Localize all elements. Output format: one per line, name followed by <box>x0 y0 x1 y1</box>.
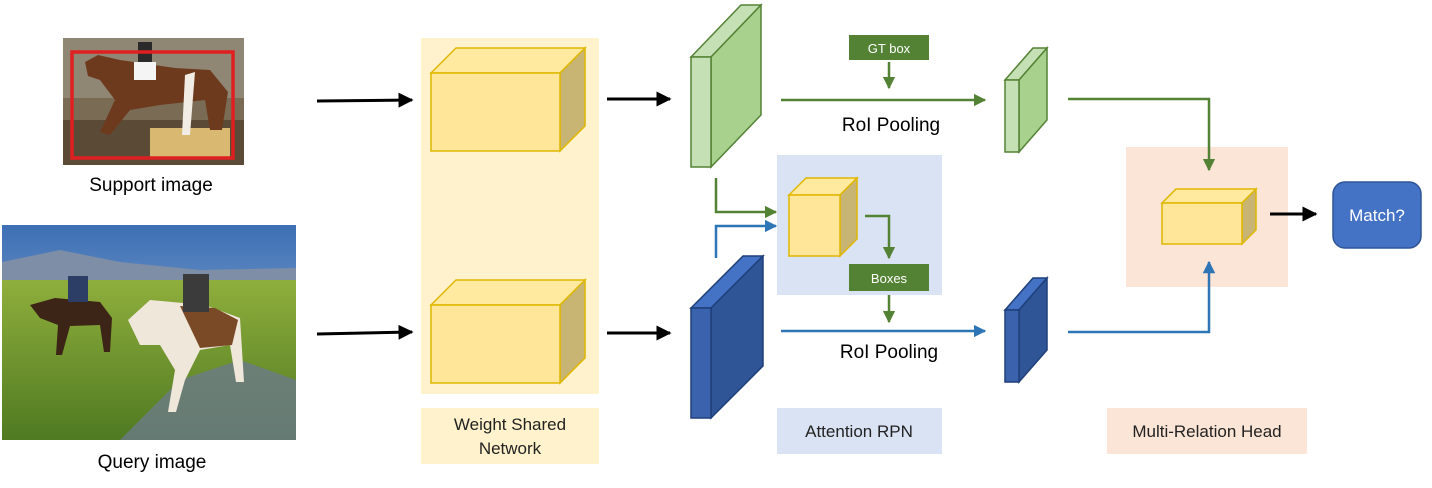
support-to-head-arrow <box>1068 97 1216 172</box>
query-feature-map <box>689 254 765 420</box>
backbone-label-line1: Weight Shared <box>454 415 566 434</box>
support-image <box>63 38 244 165</box>
match-output-label: Match? <box>1349 206 1405 225</box>
gt-box-badge <box>849 35 929 60</box>
support-image-label: Support image <box>89 175 213 196</box>
head-label-box <box>1107 408 1307 454</box>
attention-rpn-label-box <box>777 408 942 454</box>
rpn-cube <box>787 176 859 258</box>
rpn-to-boxes-arrow <box>865 214 896 260</box>
head-label: Multi-Relation Head <box>1132 422 1281 441</box>
boxes-label: Boxes <box>871 271 908 286</box>
backbone-label-box <box>421 408 599 464</box>
match-output-box <box>1332 181 1422 249</box>
support-to-rpn-arrow <box>714 178 778 219</box>
query-to-head-arrow <box>1068 260 1216 334</box>
gt-box-label: GT box <box>868 41 911 56</box>
support-roi-label: RoI Pooling <box>842 115 940 136</box>
query-pooled-feature <box>1003 276 1049 384</box>
head-cube <box>1160 187 1258 246</box>
query-to-rpn-arrow <box>714 219 778 258</box>
attention-rpn-label: Attention RPN <box>805 422 913 441</box>
support-feature-map <box>689 3 763 169</box>
backbone-label-line2: Network <box>479 439 542 458</box>
support-input-arrow <box>316 92 414 108</box>
query-image <box>2 225 296 440</box>
backbone-cube-bottom <box>429 278 587 385</box>
support-pooled-feature <box>1003 46 1049 154</box>
backbone-cube-top <box>429 46 587 153</box>
query-image-label: Query image <box>98 452 207 473</box>
boxes-badge <box>849 264 929 291</box>
query-roi-label: RoI Pooling <box>840 342 938 363</box>
query-input-arrow <box>316 324 414 340</box>
